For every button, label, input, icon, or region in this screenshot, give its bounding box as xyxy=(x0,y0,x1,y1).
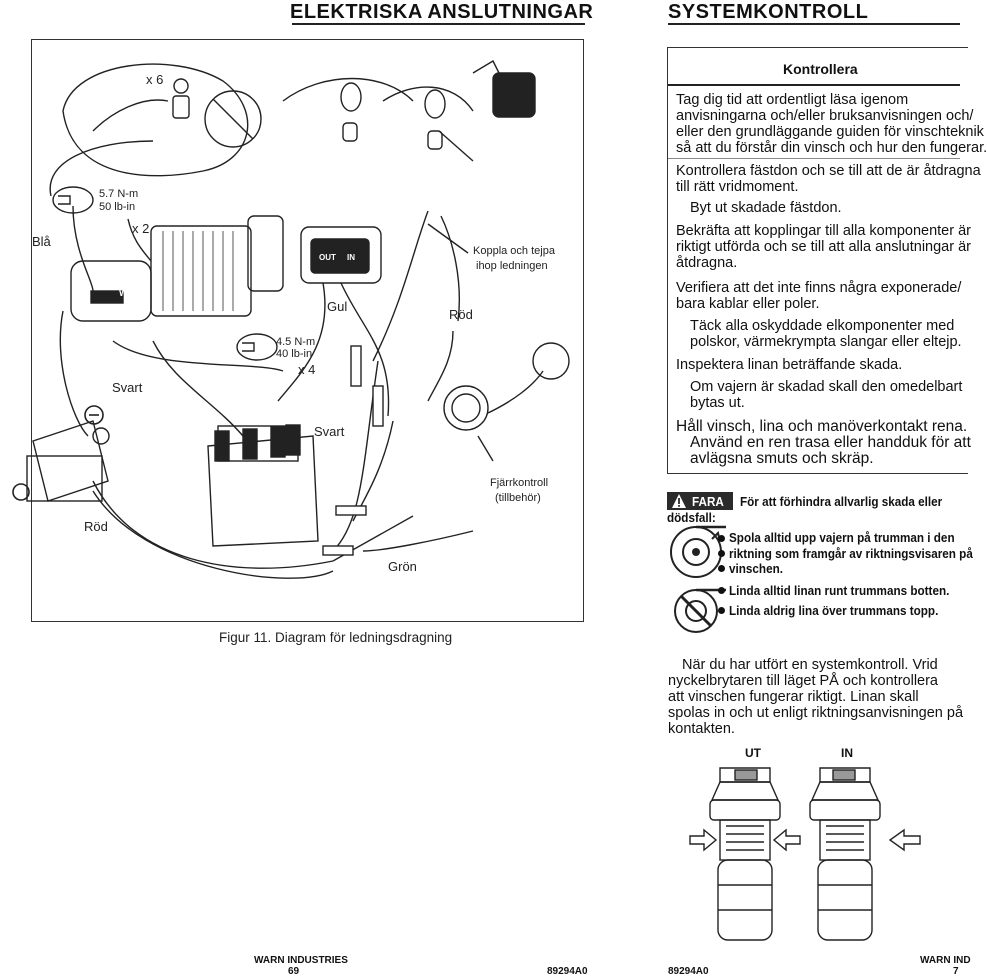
kontrollera-p1-l1: Tag dig tid att ordentligt läsa igenom xyxy=(676,92,909,108)
label-x6: x 6 xyxy=(146,72,164,87)
right-page-title: SYSTEMKONTROLL xyxy=(668,1,869,23)
right-title-rule xyxy=(668,23,960,25)
warning-heading-l2: dödsfall: xyxy=(667,510,716,525)
warning-item1-l2: riktning som framgår av riktningsvisaren… xyxy=(729,546,973,561)
systemcheck-l4: spolas in och ut enligt riktningsanvisni… xyxy=(668,705,964,721)
kontrollera-p4-sub-l1: Täck alla oskyddade elkomponenter med xyxy=(690,318,955,334)
drum-spool-prohibited-icon xyxy=(674,588,726,633)
kontrollera-p5-sub-l1: Om vajern är skadad skall den omedelbart xyxy=(690,379,963,395)
systemcheck-l3: att vinschen fungerar riktigt. Linan ska… xyxy=(668,689,919,705)
kontrollera-p5-sub-l2: bytas ut. xyxy=(690,395,745,411)
svg-text:WARN: WARN xyxy=(119,288,147,298)
warning-bullet-1 xyxy=(718,535,725,542)
kontrollera-p6: Håll vinsch, lina och manöverkontakt ren… xyxy=(676,418,968,435)
warning-bullet-1b xyxy=(718,550,725,557)
prohibited-icon xyxy=(204,90,262,148)
label-rod-top: Röd xyxy=(449,307,473,322)
label-gron: Grön xyxy=(388,559,417,574)
arrow-left-icon-2 xyxy=(772,828,801,852)
kontrollera-p1-l4: så att du förstår din vinsch och hur den… xyxy=(676,140,987,156)
kontrollera-p3-l1: Bekräfta att kopplingar till alla kompon… xyxy=(676,223,971,239)
figure-caption: Figur 11. Diagram för ledningsdragning xyxy=(219,630,453,645)
warning-triangle-icon xyxy=(672,494,686,508)
label-ut: UT xyxy=(745,746,761,760)
warning-item2: Linda alltid linan runt trummans botten. xyxy=(729,583,950,598)
kontrollera-title: Kontrollera xyxy=(783,61,858,77)
kontrollera-title-rule xyxy=(668,84,960,86)
label-fjarr-1: Fjärrkontroll xyxy=(490,477,549,489)
battery-minus-icon xyxy=(84,405,104,425)
label-torque1-lb: 50 lb-in xyxy=(99,201,136,213)
footer-right-page: 7 xyxy=(953,966,959,977)
fara-badge-text: FARA xyxy=(692,494,724,509)
label-svart-left: Svart xyxy=(112,380,143,395)
wiring-diagram: WARN OUT IN xyxy=(12,60,570,579)
systemcheck-l2: nyckelbrytaren till läget PÅ och kontrol… xyxy=(668,673,938,689)
label-svart-mid: Svart xyxy=(314,424,345,439)
arrow-right-icon xyxy=(689,828,718,852)
footer-left-code: 89294A0 xyxy=(547,966,588,977)
systemcheck-l1: När du har utfört en systemkontroll. Vri… xyxy=(682,657,938,673)
label-x2: x 2 xyxy=(132,221,150,236)
label-koppla-2: ihop ledningen xyxy=(476,260,548,272)
kontrollera-p5: Inspektera linan beträffande skada. xyxy=(676,357,903,373)
label-torque2-nm: 4.5 N-m xyxy=(276,336,316,348)
kontrollera-p2-sub: Byt ut skadade fästdon. xyxy=(690,200,842,216)
warning-item3: Linda aldrig lina över trummans topp. xyxy=(729,603,939,618)
footer-left-page: 69 xyxy=(288,966,300,977)
svg-text:IN: IN xyxy=(347,253,355,262)
kontrollera-p6-sub-l1: Använd en ren trasa eller handduk för at… xyxy=(690,434,971,451)
kontrollera-p3-l3: åtdragna. xyxy=(676,255,738,271)
arrow-left-icon xyxy=(888,828,921,852)
kontrollera-box xyxy=(667,47,968,474)
label-koppla-1: Koppla och tejpa xyxy=(473,245,555,257)
kontrollera-p4-l1: Verifiera att det inte finns några expon… xyxy=(676,280,962,296)
kontrollera-p6-sub-l2: avlägsna smuts och skräp. xyxy=(690,450,874,467)
warning-bullet-2 xyxy=(718,587,725,594)
warning-bullet-1c xyxy=(718,565,725,572)
footer-right-brand: WARN IND xyxy=(920,955,971,966)
kontrollera-divider xyxy=(668,158,960,159)
systemcheck-l5: kontakten. xyxy=(668,721,735,737)
kontrollera-p4-sub-l2: polskor, värmekrympta slangar eller elte… xyxy=(690,334,962,350)
kontrollera-p1-l2: anvisningarna och/eller bruksanvisningen… xyxy=(676,108,974,124)
kontrollera-p1-l3: eller den grundläggande guiden för vinsc… xyxy=(676,124,984,140)
label-torque1-nm: 5.7 N-m xyxy=(99,188,139,200)
label-torque2-lb: 40 lb-in xyxy=(276,348,313,360)
label-gul: Gul xyxy=(327,299,348,314)
kontrollera-p2-l1: Kontrollera fästdon och se till att de ä… xyxy=(676,163,981,179)
footer-right-code: 89294A0 xyxy=(668,966,709,977)
label-fjarr-2: (tillbehör) xyxy=(495,492,541,504)
warning-item1-l3: vinschen. xyxy=(729,561,783,576)
label-bla: Blå xyxy=(32,234,51,249)
kontrollera-p3-l2: riktigt utförda och se till att alla ans… xyxy=(676,239,971,255)
warning-item1-l1: Spola alltid upp vajern på trumman i den xyxy=(729,530,955,545)
left-page-title: ELEKTRISKA ANSLUTNINGAR xyxy=(290,1,594,23)
warning-bullet-3 xyxy=(718,607,725,614)
battery-plus-icon xyxy=(12,483,30,501)
kontrollera-p4-l2: bara kablar eller poler. xyxy=(676,296,820,312)
wiring-diagram-frame xyxy=(31,39,584,622)
switch-direction-diagram xyxy=(689,767,921,941)
label-in: IN xyxy=(841,746,853,760)
kontrollera-p2-l2: till rätt vridmoment. xyxy=(676,179,799,195)
label-rod-bottom: Röd xyxy=(84,519,108,534)
warning-heading-l1: För att förhindra allvarlig skada eller xyxy=(740,494,943,509)
svg-text:OUT: OUT xyxy=(319,253,336,262)
footer-left-brand: WARN INDUSTRIES xyxy=(254,955,348,966)
label-x4: x 4 xyxy=(298,362,316,377)
left-title-rule xyxy=(292,23,585,25)
